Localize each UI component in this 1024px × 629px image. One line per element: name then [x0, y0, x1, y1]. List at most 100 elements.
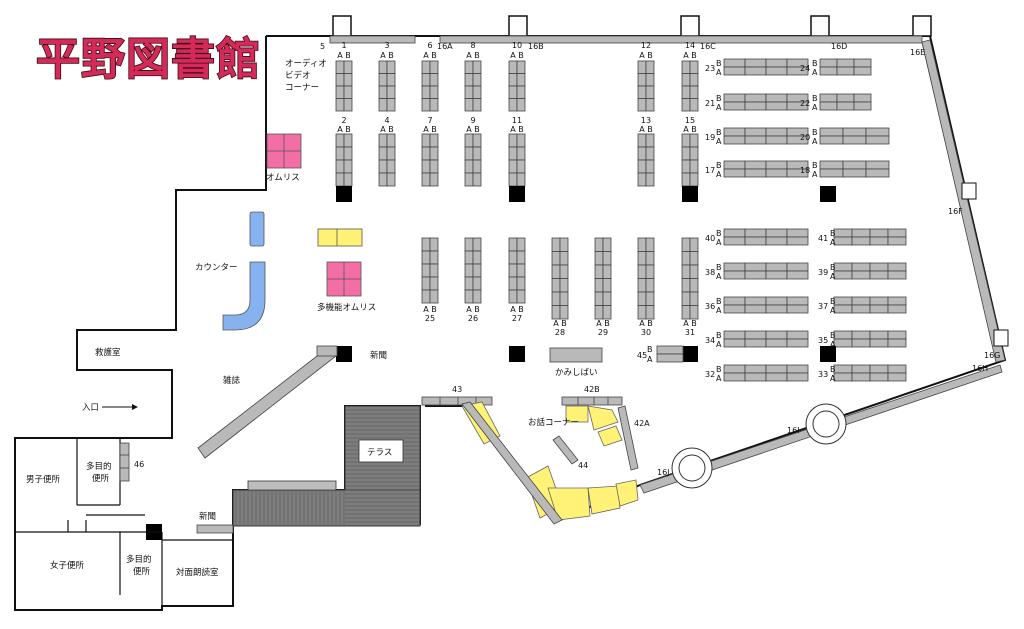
- shelf-number-label: 10: [512, 41, 522, 50]
- shelf-43: [421, 396, 493, 406]
- map-title: 平野図書館: [36, 34, 261, 85]
- shelf-side-label: B: [812, 94, 818, 103]
- outer-walls: [14, 35, 1007, 611]
- shelf-side-label: A: [716, 340, 722, 349]
- yellow-table-top: [317, 228, 363, 247]
- shelf-side-label: A: [812, 68, 818, 77]
- shelf-29: [594, 237, 612, 320]
- first-aid-room-label: 救護室: [95, 347, 121, 358]
- shelf-side-label: A: [830, 238, 836, 247]
- newspaper-top-label: 新聞: [370, 350, 387, 361]
- shelf-side-label: A B: [466, 51, 480, 60]
- kamishibai-stand: [549, 347, 603, 363]
- shelf-35: [833, 330, 907, 348]
- shelf-side-label: B: [830, 297, 836, 306]
- shelf-number-label: 39: [818, 268, 828, 277]
- shelf-side-label: A B: [639, 319, 653, 328]
- shelf-21: [723, 93, 809, 111]
- shelf-18: [819, 160, 890, 178]
- shelf-side-label: A: [716, 238, 722, 247]
- shelf-24: [819, 58, 872, 76]
- terrace-label: テラス: [367, 448, 392, 458]
- shelf-44: [552, 435, 579, 465]
- omris-label: オムリス: [266, 173, 300, 183]
- shelf-43-diagonal: [461, 401, 563, 525]
- newspaper-rack-bottom: [196, 524, 234, 534]
- shelf-number-label: 29: [598, 328, 608, 337]
- shelf-side-label: A: [830, 340, 836, 349]
- shelf-number-label: 21: [705, 99, 715, 108]
- pillar-16f: [961, 182, 977, 200]
- shelf-15: [681, 133, 699, 187]
- shelf-41: [833, 228, 907, 246]
- shelf-16e-label: 16E: [910, 48, 925, 57]
- shelf-side-label: A: [716, 306, 722, 315]
- shelf-side-label: A B: [553, 319, 567, 328]
- shelf-side-label: B: [716, 263, 722, 272]
- shelf-number-label: 28: [555, 328, 565, 337]
- shelf-number-label: 41: [818, 234, 828, 243]
- shelf-number-label: 3: [384, 41, 389, 50]
- shelf-2: [335, 133, 353, 187]
- shelf-number-label: 24: [800, 64, 810, 73]
- shelf-side-label: B: [812, 161, 818, 170]
- shelf-45: [656, 345, 684, 363]
- shelf-number-label: 11: [512, 116, 522, 125]
- shelf-side-label: B: [716, 297, 722, 306]
- shelf-side-label: A B: [380, 125, 394, 134]
- area-labels: オーディオ ビデオ コーナー オムリス カウンター 多機能オムリス 救護室 入口…: [26, 58, 598, 578]
- shelf-number-label: 35: [818, 336, 828, 345]
- shelf-36: [723, 296, 809, 314]
- shelf-side-label: A B: [423, 125, 437, 134]
- shelf-side-label: A B: [639, 51, 653, 60]
- shelf-33: [833, 364, 907, 382]
- shelf-17: [723, 160, 809, 178]
- shelf-side-label: A: [716, 272, 722, 281]
- shelf-number-label: 6: [427, 41, 432, 50]
- av-corner-label-2: ビデオ: [285, 70, 311, 81]
- story-corner-label: お話コーナー: [528, 417, 579, 428]
- shelf-side-label: B: [830, 229, 836, 238]
- round-pillars: [671, 403, 847, 489]
- shelf-number-label: 36: [705, 302, 715, 311]
- shelf-16g-label: 16G: [984, 351, 1000, 360]
- shelf-number-label: 8: [470, 41, 475, 50]
- shelf-side-label: A B: [510, 125, 524, 134]
- shelf-side-label: A B: [683, 125, 697, 134]
- shelf-side-label: A B: [466, 305, 480, 314]
- shelf-34: [723, 330, 809, 348]
- magazine-label: 雑誌: [223, 375, 241, 386]
- shelf-number-label: 40: [705, 234, 715, 243]
- shelf-16i-label: 16I: [787, 426, 800, 435]
- shelf-number-label: 2: [341, 116, 346, 125]
- newspaper-rack-top-shelf: [316, 345, 338, 357]
- wall-shelf-top: [329, 35, 923, 44]
- shelf-1: [335, 60, 353, 112]
- shelf-8: [464, 60, 482, 112]
- black-pillars: [146, 186, 836, 540]
- shelf-16c-label: 16C: [700, 42, 716, 51]
- shelf-side-label: A B: [423, 305, 437, 314]
- shelf-10: [508, 60, 526, 112]
- top-wall-pillars: [332, 15, 932, 37]
- shelf-side-label: B: [830, 263, 836, 272]
- shelf-42b-label: 42B: [584, 385, 600, 394]
- shelf-16a-label: 16A: [437, 42, 453, 51]
- shelf-side-label: A B: [466, 125, 480, 134]
- shelf-number-label: 26: [468, 314, 478, 323]
- kamishibai-label: かみしばい: [555, 368, 598, 378]
- shelf-number-label: 9: [470, 116, 475, 125]
- shelf-38: [723, 262, 809, 280]
- shelf-46-label: 46: [134, 460, 144, 469]
- shelf-side-label: B: [716, 128, 722, 137]
- magazine-shelf: [197, 345, 337, 459]
- shelf-side-label: A: [812, 170, 818, 179]
- shelf-side-label: B: [716, 161, 722, 170]
- shelf-16h-label: 16H: [972, 364, 988, 373]
- shelf-20: [819, 127, 890, 145]
- shelf-3: [378, 60, 396, 112]
